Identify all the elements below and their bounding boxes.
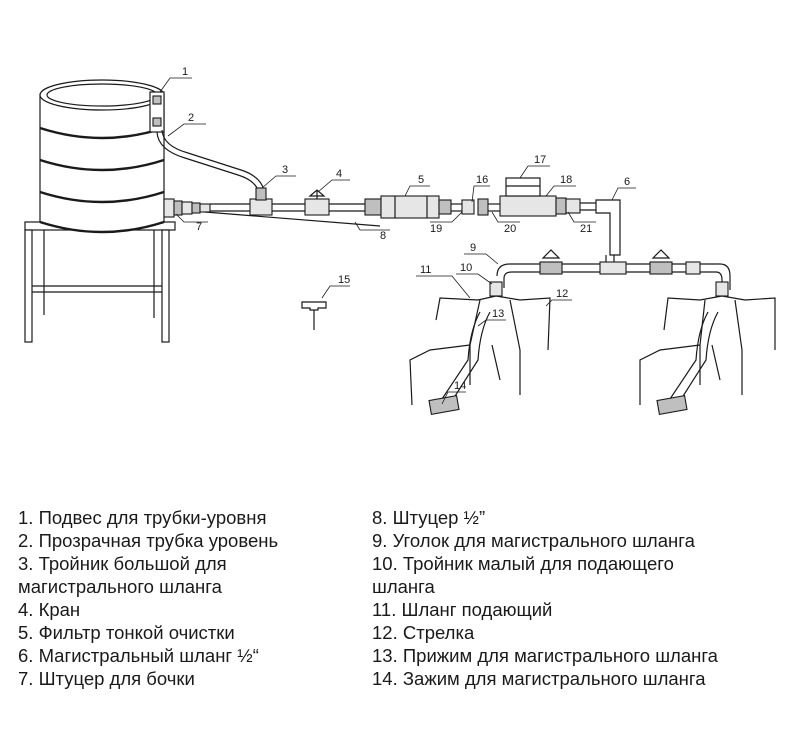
callout-9: 9: [470, 242, 476, 254]
callout-8: 8: [380, 230, 386, 242]
stake-15: [301, 301, 327, 330]
callout-6: 6: [624, 176, 630, 188]
callout-10: 10: [460, 262, 472, 274]
callout-16: 16: [476, 174, 488, 186]
callout-20: 20: [504, 223, 516, 235]
callout-21: 21: [580, 223, 592, 235]
legend-item: 3. Тройник большой для: [18, 553, 227, 574]
legend-item: шланга: [372, 576, 435, 597]
callout-17: 17: [534, 154, 546, 166]
legend-item: магистрального шланга: [18, 576, 222, 597]
callout-numbers: 1 2 3 4 5 6 7 8 9 10 11 12 13 14 15 16 1…: [182, 66, 630, 392]
main-hose-upper: [210, 177, 621, 268]
legend-right-column: 8. Штуцер ½” 9. Уголок для магистральног…: [372, 506, 718, 690]
dripper-group-left: [409, 281, 551, 415]
hose-8-line: [204, 211, 381, 227]
legend-item: 13. Прижим для магистрального шланга: [372, 645, 718, 666]
callout-15: 15: [338, 274, 350, 286]
legend-left-column: 1. Подвес для трубки-уровня 2. Прозрачна…: [18, 506, 278, 690]
legend-item: 14. Зажим для магистрального шланга: [372, 668, 706, 689]
legend-item: 6. Магистральный шланг ½“: [18, 645, 259, 666]
irrigation-assembly-diagram: 1 2 3 4 5 6 7 8 9 10 11 12 13 14 15 16 1…: [24, 66, 776, 415]
callout-1: 1: [182, 66, 188, 78]
barrel-fitting: [163, 198, 211, 218]
callout-3: 3: [282, 164, 288, 176]
callout-leaders: [159, 77, 636, 405]
callout-11: 11: [420, 264, 431, 276]
legend-item: 5. Фильтр тонкой очистки: [18, 622, 235, 643]
level-tube-hanger: [149, 91, 165, 133]
legend-item: 4. Кран: [18, 599, 81, 620]
main-hose-lower: [496, 249, 731, 290]
callout-5: 5: [418, 174, 424, 186]
legend-item: 12. Стрелка: [372, 622, 475, 643]
callout-14: 14: [454, 380, 466, 392]
legend-item: 11. Шланг подающий: [372, 599, 553, 620]
callout-4: 4: [336, 168, 342, 180]
callout-7: 7: [196, 221, 202, 233]
barrel-stand: [24, 221, 176, 343]
callout-13: 13: [492, 308, 504, 320]
legend-item: 8. Штуцер ½”: [372, 507, 486, 528]
legend-item: 10. Тройник малый для подающего: [372, 553, 674, 574]
transparent-level-tube: [156, 129, 265, 191]
callout-2: 2: [188, 112, 194, 124]
legend-item: 2. Прозрачная трубка уровень: [18, 530, 279, 551]
legend-item: 1. Подвес для трубки-уровня: [18, 507, 267, 528]
callout-18: 18: [560, 174, 572, 186]
dripper-group-right: [639, 281, 776, 415]
legend-item: 9. Уголок для магистрального шланга: [372, 530, 695, 551]
legend-item: 7. Штуцер для бочки: [18, 668, 195, 689]
water-barrel: [39, 79, 165, 234]
callout-19: 19: [430, 223, 442, 235]
callout-12: 12: [556, 288, 568, 300]
